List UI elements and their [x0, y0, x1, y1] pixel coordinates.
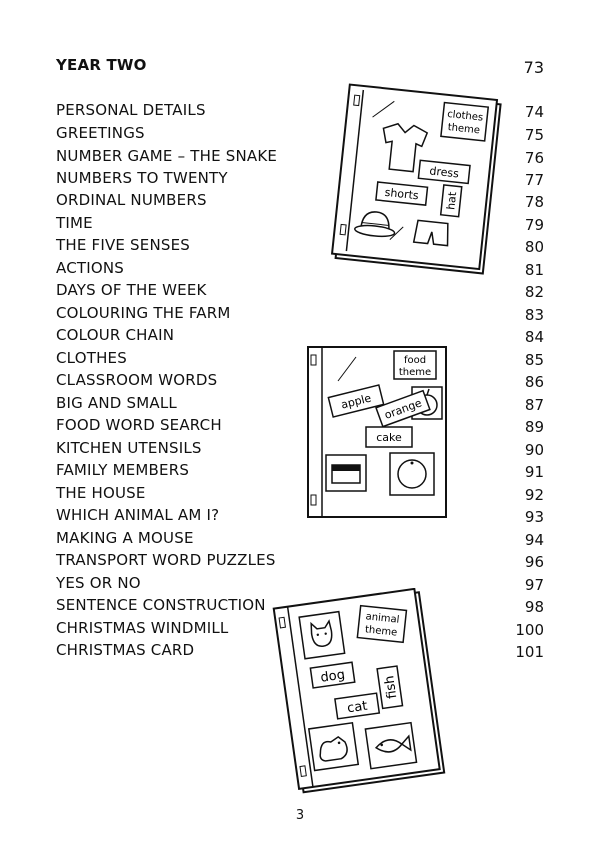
word-card: hat: [439, 184, 463, 218]
word-card-text: dog: [320, 667, 346, 685]
clothes-theme-folder-illustration: clothes theme dress shorts hat: [326, 82, 506, 282]
toc-entry-page: 100: [515, 621, 544, 639]
toc-entry-page: 96: [524, 553, 544, 571]
shorts-icon: [412, 219, 449, 247]
toc-entry-page: 78: [524, 193, 544, 211]
toc-entry-page: 93: [524, 508, 544, 526]
toc-entry-page: 79: [524, 216, 544, 234]
toc-entry-page: 81: [524, 261, 544, 279]
toc-entry-title: SENTENCE CONSTRUCTION: [56, 596, 266, 614]
theme-label-line: animal: [365, 611, 400, 625]
hat-icon: [354, 211, 396, 238]
toc-entry-title: CHRISTMAS WINDMILL: [56, 619, 229, 637]
theme-label-line: food: [404, 355, 426, 366]
toc-entry-page: 86: [524, 373, 544, 391]
toc-entry-title: WHICH ANIMAL AM I?: [56, 506, 220, 524]
word-card: cake: [365, 426, 413, 448]
toc-entry-page: 84: [524, 328, 544, 346]
theme-label: food theme: [393, 350, 437, 380]
toc-entry-title: COLOUR CHAIN: [56, 326, 175, 344]
toc-entry-title: GREETINGS: [56, 124, 145, 142]
toc-entry-title: BIG AND SMALL: [56, 394, 177, 412]
food-theme-folder-illustration: food theme apple orange cake: [302, 343, 452, 523]
theme-label: animal theme: [356, 604, 408, 644]
word-card-text: dress: [429, 164, 460, 180]
orange-icon: [389, 452, 435, 496]
toc-entry-page: 90: [524, 441, 544, 459]
toc-entry-page: 92: [524, 486, 544, 504]
toc-entry-title: NUMBERS TO TWENTY: [56, 169, 228, 187]
word-card: dress: [417, 159, 471, 185]
shirt-icon: [382, 122, 429, 173]
toc-entry-page: 97: [524, 576, 544, 594]
toc-entry-title: CLOTHES: [56, 349, 127, 367]
theme-label-line: theme: [399, 367, 431, 378]
toc-entry-page: 83: [524, 306, 544, 324]
toc-entry-page: 98: [524, 598, 544, 616]
word-card-text: cat: [346, 699, 368, 717]
toc-entry-title: THE HOUSE: [56, 484, 146, 502]
toc-entry-page: 82: [524, 283, 544, 301]
toc-entry-title: COLOURING THE FARM: [56, 304, 231, 322]
toc-entry-title: THE FIVE SENSES: [56, 236, 190, 254]
toc-entry-title: NUMBER GAME – THE SNAKE: [56, 147, 278, 165]
toc-entry-title: YES OR NO: [56, 574, 141, 592]
toc-entry-title: KITCHEN UTENSILS: [56, 439, 202, 457]
theme-label: clothes theme: [440, 101, 490, 142]
toc-entry-page: 77: [524, 171, 544, 189]
cake-icon: [325, 454, 367, 492]
theme-label-line: clothes: [447, 109, 484, 124]
word-card: fish: [376, 665, 404, 710]
toc-entry-page: 89: [524, 418, 544, 436]
toc-entry-title: MAKING A MOUSE: [56, 529, 194, 547]
toc-entry-page: 75: [524, 126, 544, 144]
toc-entry-title: PERSONAL DETAILS: [56, 101, 206, 119]
animal-theme-folder-illustration: animal theme dog cat fish: [266, 588, 446, 794]
toc-entry-title: ORDINAL NUMBERS: [56, 191, 207, 209]
toc-entry-page: 101: [515, 643, 544, 661]
toc-entry-page: 76: [524, 149, 544, 167]
toc-entry-title: DAYS OF THE WEEK: [56, 281, 207, 299]
fish-icon: [364, 721, 418, 770]
word-card: apple: [327, 384, 385, 418]
toc-entry-page: 91: [524, 463, 544, 481]
section-page-number: 73: [523, 58, 544, 77]
toc-entry-title: TIME: [56, 214, 93, 232]
toc-entry-page: 74: [524, 103, 544, 121]
section-title: YEAR TWO: [56, 56, 147, 74]
cat-icon: [298, 610, 346, 660]
toc-entry-title: FOOD WORD SEARCH: [56, 416, 222, 434]
word-card-text: shorts: [384, 186, 419, 203]
toc-entry-page: 87: [524, 396, 544, 414]
page-number-footer: 3: [295, 808, 305, 823]
toc-entry-page: 80: [524, 238, 544, 256]
toc-entry-title: CLASSROOM WORDS: [56, 371, 218, 389]
toc-entry-page: 94: [524, 531, 544, 549]
word-card-text: cake: [376, 431, 402, 444]
toc-entry-title: CHRISTMAS CARD: [56, 641, 195, 659]
toc-entry-title: ACTIONS: [56, 259, 125, 277]
theme-label-line: theme: [364, 624, 397, 638]
theme-label-line: theme: [447, 122, 480, 136]
word-card: dog: [309, 661, 356, 689]
toc-entry-title: TRANSPORT WORD PUZZLES: [56, 551, 276, 569]
toc-entry-page: 85: [524, 351, 544, 369]
word-card: cat: [334, 692, 381, 720]
toc-entry-title: FAMILY MEMBERS: [56, 461, 190, 479]
word-card: shorts: [375, 181, 429, 206]
dog-icon: [307, 721, 360, 772]
word-card-text: fish: [382, 675, 400, 700]
word-card-text: hat: [444, 191, 459, 211]
